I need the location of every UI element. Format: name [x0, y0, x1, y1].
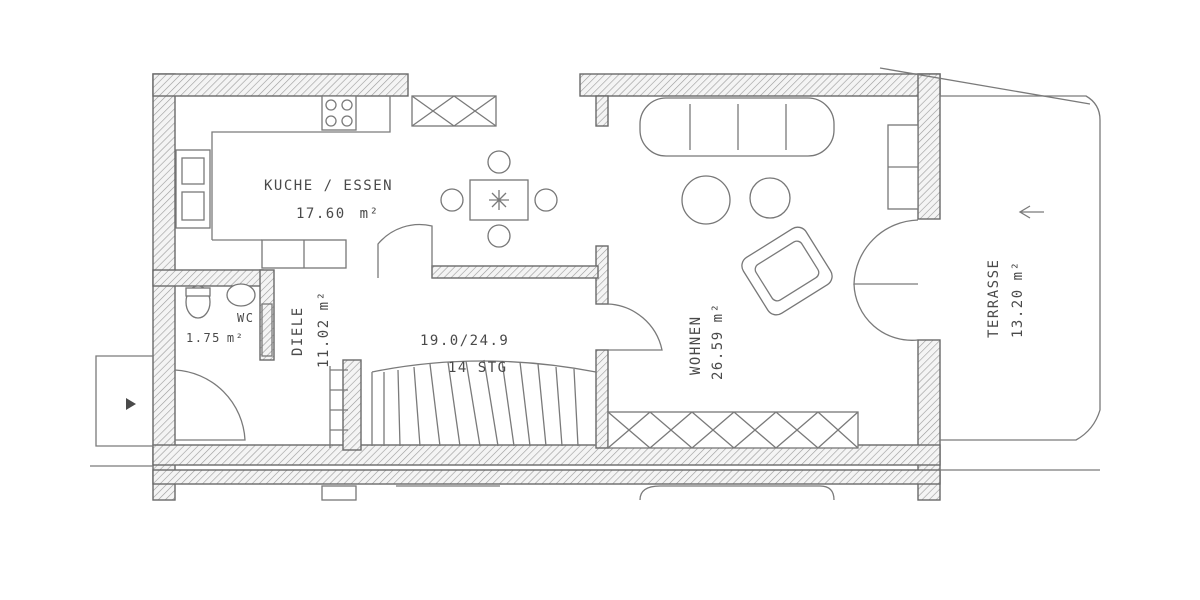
kitchen-door — [377, 223, 433, 278]
living-unit: m² — [710, 302, 726, 322]
interior-walls — [152, 95, 609, 451]
washbasin-icon — [226, 283, 256, 307]
hall-unit: m² — [316, 290, 332, 310]
hall-area-line: 11.02 m² — [316, 290, 332, 368]
terrace-area: 13.20 — [1010, 288, 1026, 338]
coffee-table-left — [681, 175, 731, 225]
living-name: WOHNEN — [688, 315, 704, 375]
stove-icon — [321, 95, 357, 131]
wc-name: WC — [237, 311, 254, 325]
armchair — [741, 226, 833, 316]
sofa — [639, 97, 835, 157]
living-door — [607, 303, 663, 351]
side-cabinet — [887, 124, 919, 210]
plant-icon — [489, 190, 509, 210]
hall-name: DIELE — [290, 306, 306, 356]
kitchen-name: KUCHE / ESSEN — [264, 178, 393, 194]
terrace-unit: m² — [1010, 260, 1026, 280]
coffee-table-right — [749, 177, 791, 219]
terrace-door — [853, 219, 919, 341]
terrace-name: TERRASSE — [986, 259, 1002, 338]
kitchen-area: 17.60 — [296, 206, 346, 222]
toilet-icon — [185, 285, 211, 319]
staircase — [329, 359, 597, 448]
living-area: 26.59 — [710, 330, 726, 380]
kitchen-counter — [211, 96, 391, 269]
sink-icon — [175, 149, 211, 229]
kitchen-unit: m² — [360, 206, 380, 222]
entrance-arrow-icon — [126, 398, 136, 410]
entrance — [95, 355, 246, 447]
terrace-area-line: 13.20 m² — [1010, 260, 1026, 338]
hall-area: 11.02 — [316, 318, 332, 368]
stairs-ratio: 19.0/24.9 — [420, 333, 509, 349]
wc-area-line: 1.75 m² — [186, 331, 244, 345]
adjacent-unit — [90, 465, 1100, 501]
wc-unit: m² — [227, 331, 244, 345]
wc-area: 1.75 — [186, 331, 221, 345]
kitchen-area-line: 17.60 m² — [296, 206, 380, 222]
terrace-outline — [879, 67, 1101, 441]
stairs-steps: 14 STG — [448, 360, 508, 376]
sideboard — [607, 411, 859, 449]
wc-door — [261, 303, 273, 357]
living-area-line: 26.59 m² — [710, 302, 726, 380]
window-kitchen — [411, 95, 497, 127]
